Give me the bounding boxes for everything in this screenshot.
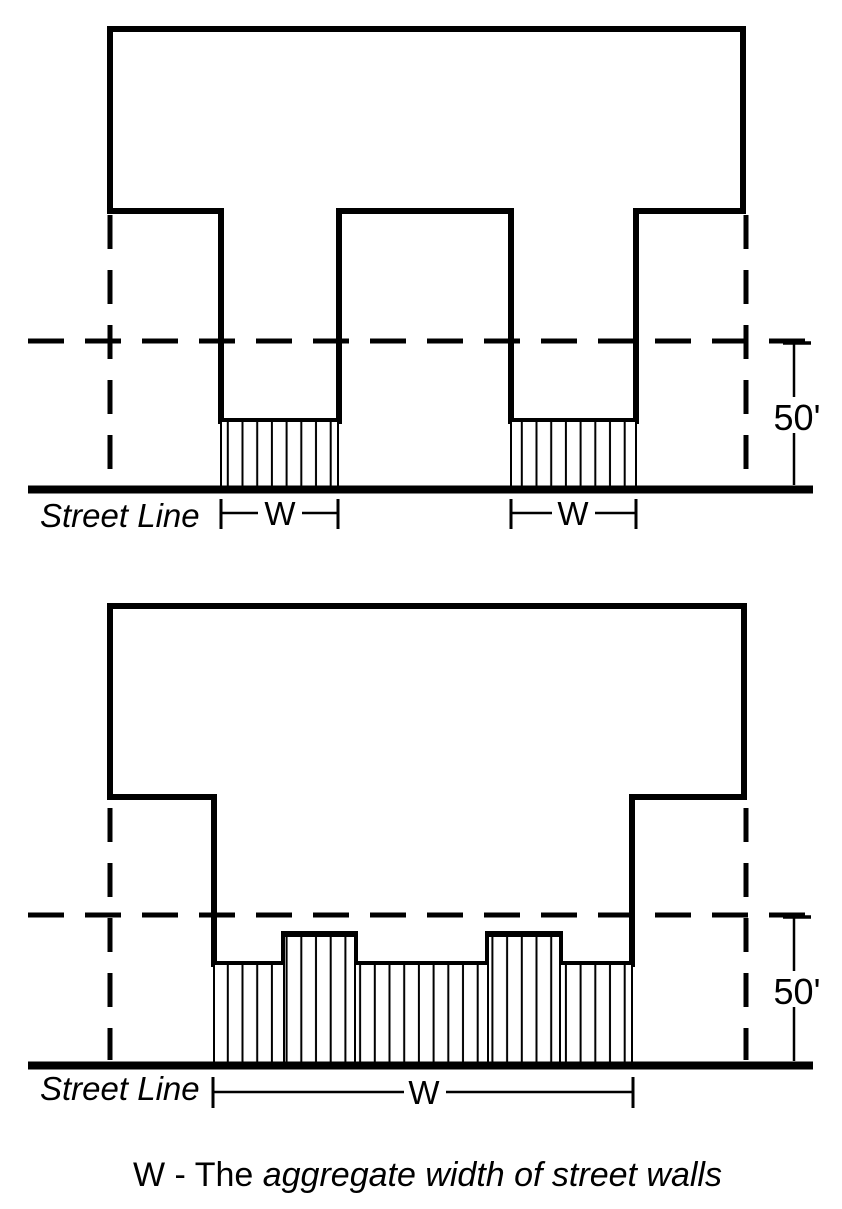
street-line-label: Street Line [40,1070,200,1107]
street-wall-hatch-right [510,420,637,490]
top-diagram: 50' W W Street Line [28,26,821,534]
street-wall-hatch-bump-right [487,935,561,1066]
width-dimension-label: W [408,1074,440,1111]
caption-italic: aggregate width of street walls [263,1156,722,1194]
height-dimension-label: 50' [774,971,821,1012]
building-outline [107,603,747,967]
building-outline [107,26,746,424]
street-line-label: Street Line [40,497,200,534]
height-dimension: 50' [774,915,821,1061]
bottom-diagram: 50' W Street Line [28,603,821,1111]
width-dimension-label: W [264,495,296,532]
street-wall-hatch-strip [213,963,633,1066]
street-wall-hatch-bump-left [283,935,356,1066]
width-dimension-label: W [557,495,589,532]
width-dimension-right: W [509,495,638,532]
height-dimension-label: 50' [774,397,821,438]
street-wall-hatch-left [220,420,339,490]
width-dimension-left: W [219,495,340,532]
height-dimension: 50' [774,341,821,485]
caption: W - The aggregate width of street walls [133,1156,722,1194]
caption-prefix: W - The [133,1156,263,1194]
width-dimension: W [211,1074,635,1111]
